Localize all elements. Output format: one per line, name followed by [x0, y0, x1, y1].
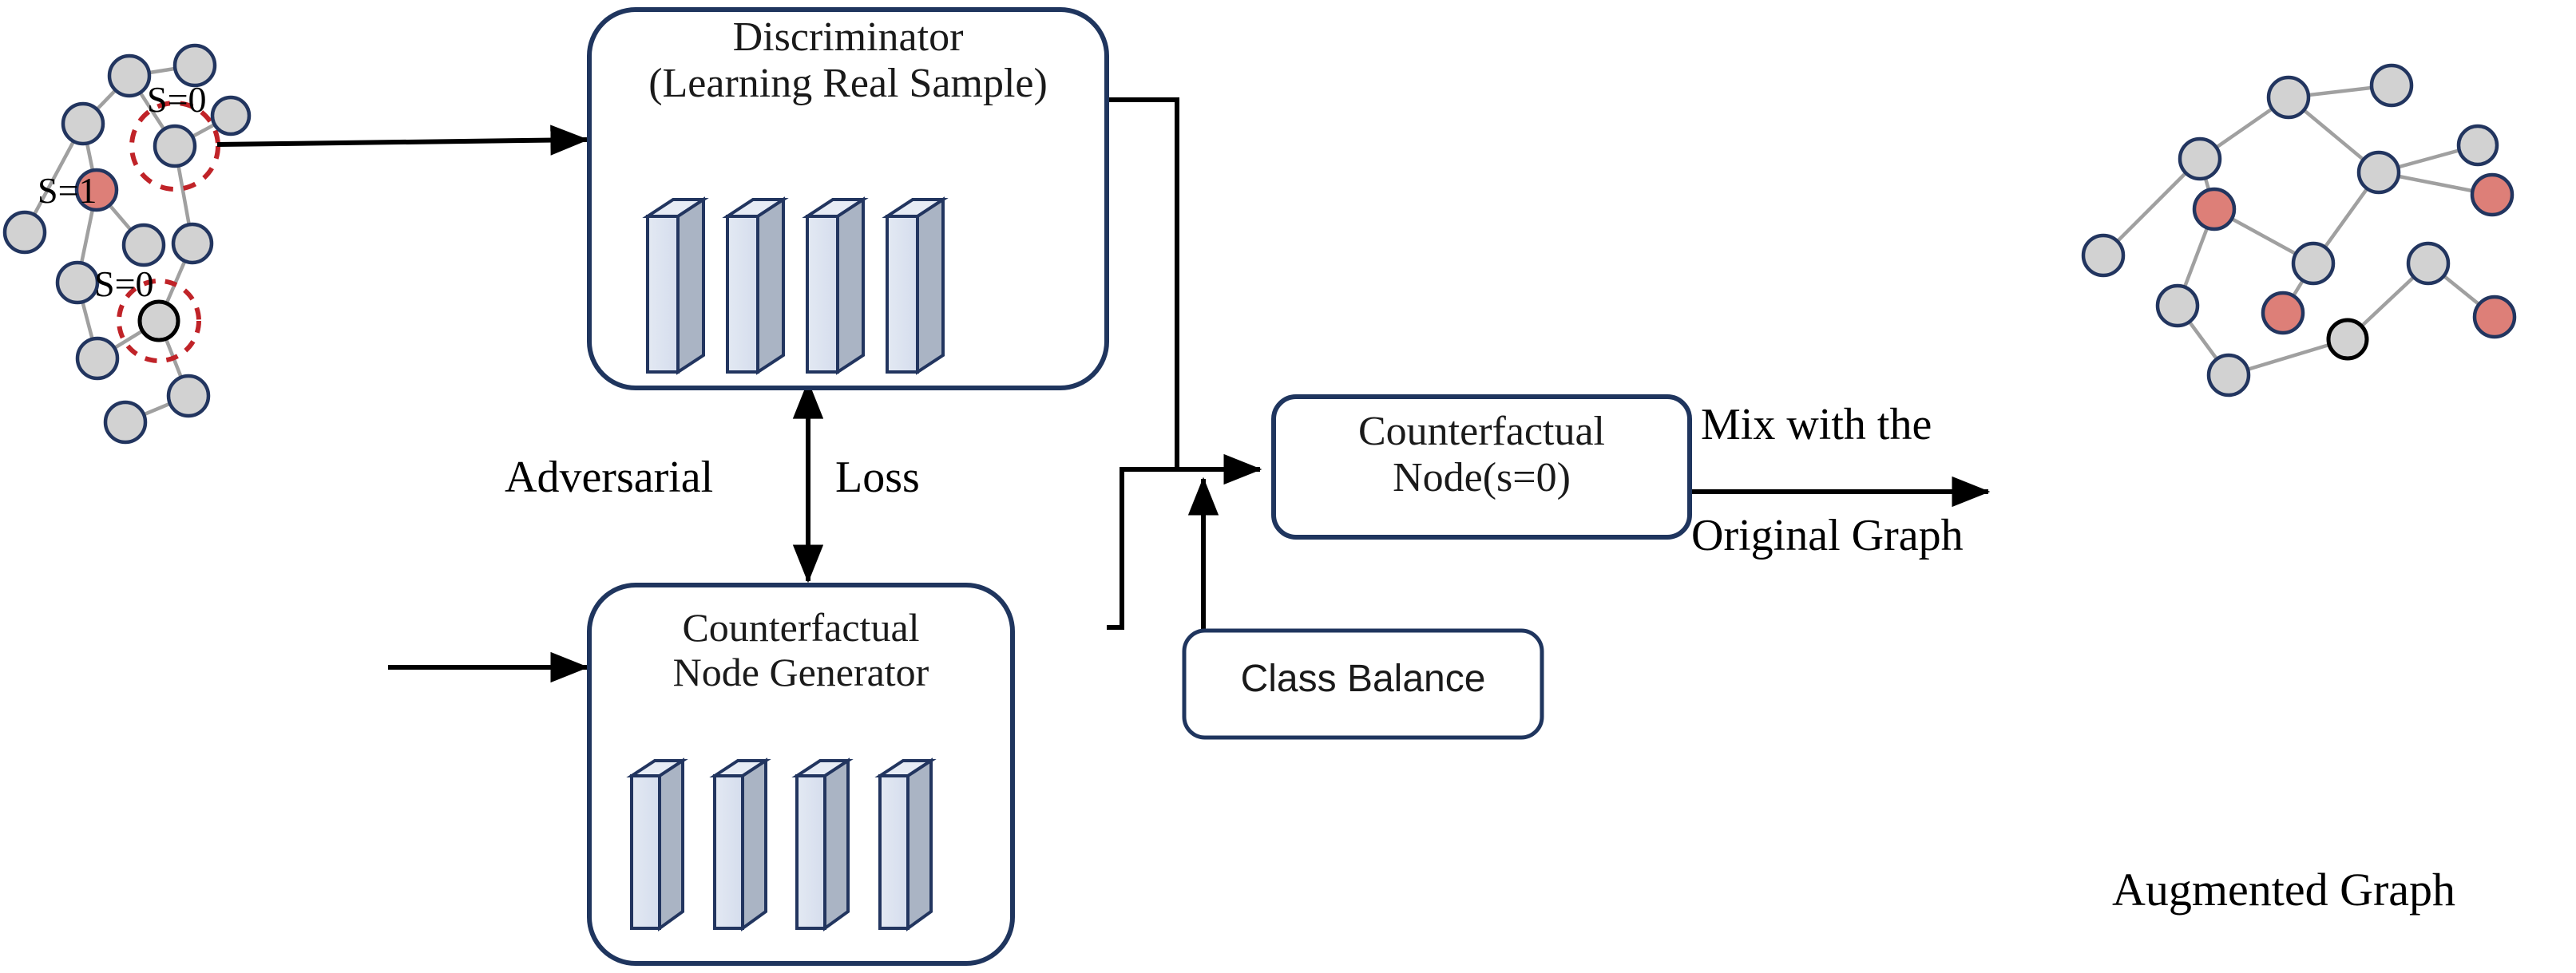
- bar-block-icon: [882, 196, 949, 375]
- graph-node: [2, 210, 47, 255]
- graph-node: [172, 43, 217, 88]
- graph-node: [166, 374, 211, 418]
- graph-node: [103, 400, 148, 445]
- counterfactual-node-box[interactable]: [1271, 394, 1692, 540]
- bar-block-icon: [642, 196, 709, 375]
- graph-node-sensitive: [2472, 295, 2517, 339]
- graph-node: [121, 223, 166, 267]
- graph-node: [2155, 283, 2200, 328]
- graph-node: [107, 53, 152, 98]
- graph-node: [61, 101, 105, 146]
- arrow-right-icon-to-discriminator: [216, 125, 589, 156]
- graph-node: [2369, 63, 2414, 108]
- graph-node: [2291, 241, 2336, 286]
- graph-node: [75, 336, 120, 381]
- graph-node: [2081, 233, 2126, 278]
- left-graph-nodes: [2, 43, 252, 445]
- graph-node-sensitive: [74, 168, 119, 212]
- graph-node: [2266, 75, 2311, 120]
- bar-block-icon: [722, 196, 789, 375]
- loss-annotation: Loss: [835, 453, 920, 502]
- bar-block-icon: [626, 757, 688, 931]
- graph-node-generated: [2326, 318, 2369, 361]
- graph-node-sensitive: [2192, 187, 2237, 231]
- bar-block-icon: [802, 196, 869, 375]
- graph-node: [2406, 241, 2451, 286]
- sensitive-label-s0-top: S=0: [147, 79, 207, 120]
- graph-node-sensitive: [2470, 172, 2515, 217]
- graph-node: [2456, 124, 2499, 167]
- dashed-circle-icon-bottom: [117, 279, 201, 363]
- generator-bars: [626, 757, 937, 931]
- mix-annotation-line1: Mix with the: [1701, 400, 1932, 449]
- graph-node: [210, 95, 252, 136]
- bar-block-icon: [709, 757, 771, 931]
- bar-block-icon: [874, 757, 937, 931]
- graph-node: [2206, 353, 2251, 398]
- right-graph-nodes: [2081, 63, 2517, 398]
- graph-node: [2356, 150, 2401, 195]
- sensitive-label-s1: S=1: [38, 170, 97, 211]
- graph-node: [55, 260, 100, 305]
- sensitive-label-s0-bottom: S=0: [94, 263, 154, 304]
- bar-block-icon: [791, 757, 854, 931]
- right-graph-edges: [2101, 83, 2497, 378]
- class-balance-box[interactable]: [1182, 628, 1544, 740]
- graph-node-sensitive: [2261, 291, 2305, 335]
- augmented-graph-caption: Augmented Graph: [2112, 864, 2456, 916]
- adversarial-annotation: Adversarial: [505, 453, 714, 502]
- connector-generator-to-counterfactual: [1107, 467, 1260, 630]
- graph-node: [171, 222, 214, 265]
- graph-node-generated: [137, 299, 180, 342]
- discriminator-bars: [642, 196, 949, 375]
- graph-node-counterfactual-source: [153, 124, 197, 168]
- graph-node: [2178, 136, 2222, 181]
- mix-annotation-line2: Original Graph: [1691, 511, 1964, 560]
- connector-discriminator-to-counterfactual: [1106, 97, 1262, 485]
